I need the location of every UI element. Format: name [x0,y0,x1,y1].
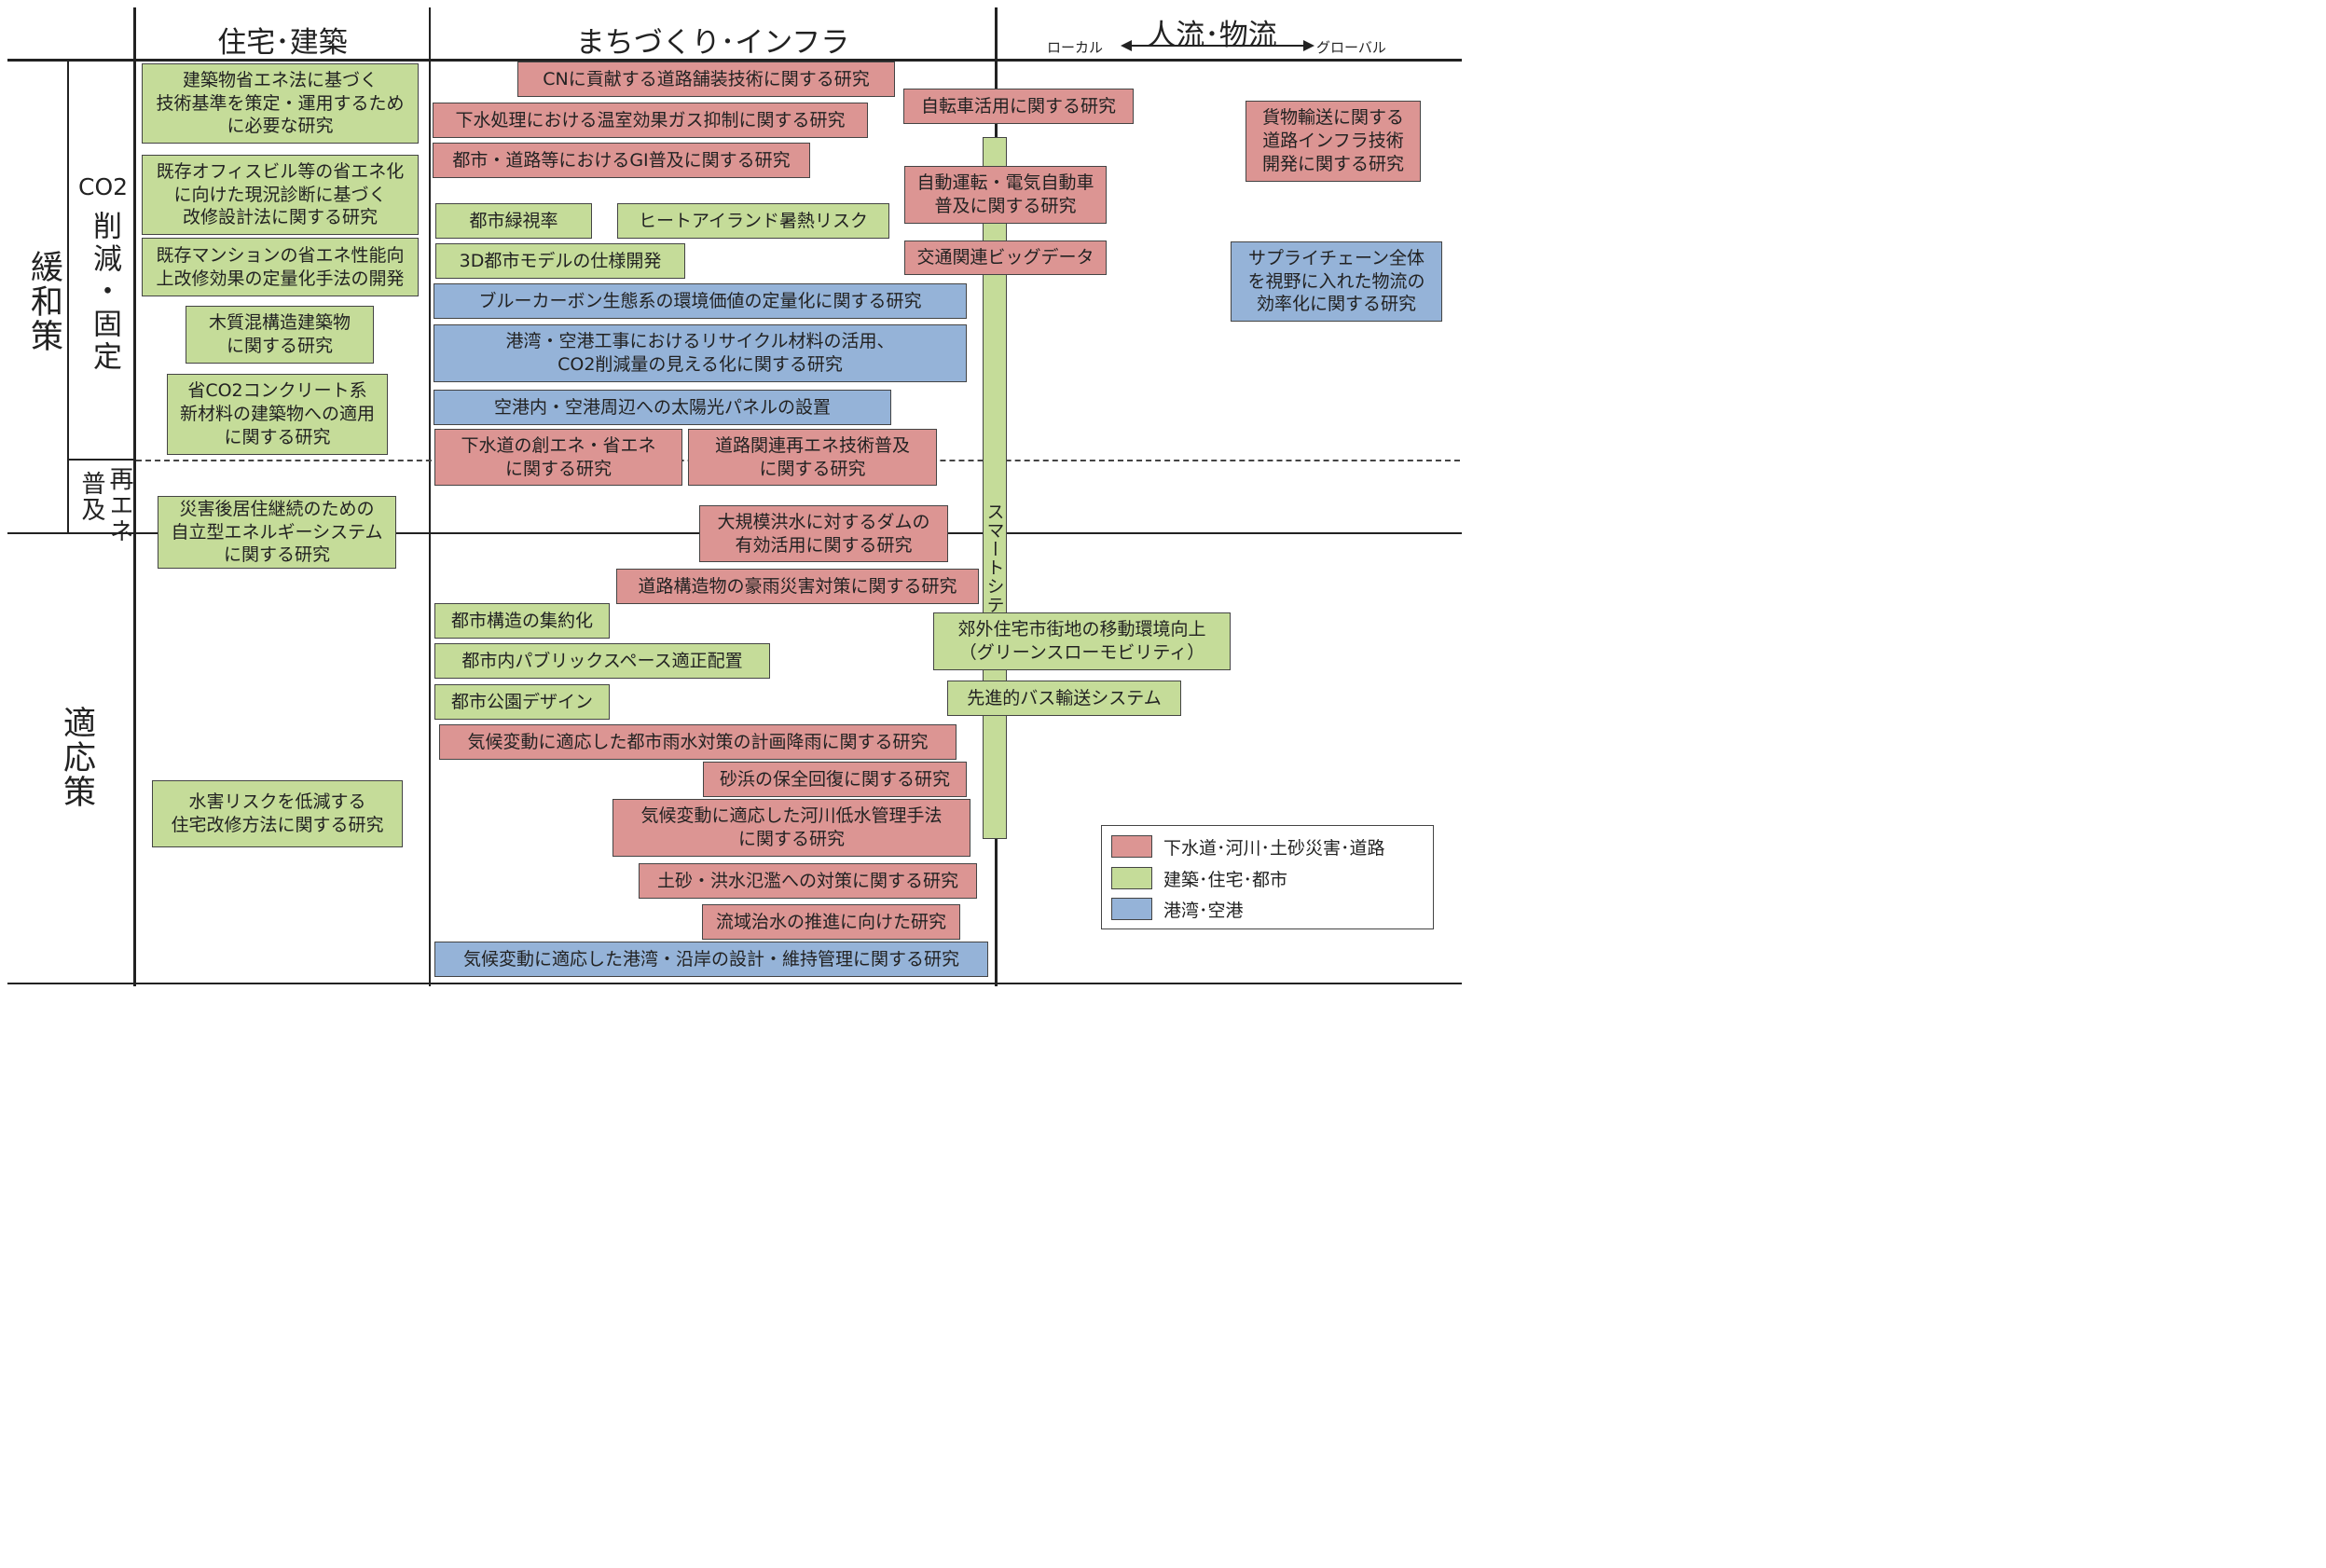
topic-box: 流域治水の推進に向けた研究 [702,904,960,940]
legend-label: 港湾･空港 [1163,900,1244,921]
topic-box: ヒートアイランド暑熱リスク [617,203,889,239]
row-label-co2: CO2 [78,173,129,200]
topic-box: 道路関連再エネ技術普及 に関する研究 [688,429,937,486]
column-header-housing: 住宅･建築 [217,26,348,60]
topic-box: 下水道の創エネ・省エネ に関する研究 [434,429,682,486]
legend-item: 下水道･河川･土砂災害･道路 [1111,833,1385,860]
topic-box: 道路構造物の豪雨災害対策に関する研究 [616,569,979,604]
axis-label-local: ローカル [1047,39,1104,56]
topic-box: 大規模洪水に対するダムの 有効活用に関する研究 [699,505,948,562]
topic-box: 自動運転・電気自動車 普及に関する研究 [904,166,1107,224]
topic-box: 気候変動に適応した都市雨水対策の計画降雨に関する研究 [439,724,957,760]
row-label-mitigation: 緩和策 [25,250,62,353]
topic-box: 都市・道路等におけるGI普及に関する研究 [433,143,810,178]
legend-swatch-green [1111,867,1152,889]
topic-box: 気候変動に適応した河川低水管理手法 に関する研究 [612,799,970,857]
topic-box: 土砂・洪水氾濫への対策に関する研究 [639,863,977,899]
column-header-logistics: 人流･物流 [1147,19,1277,52]
topic-box: 貨物輸送に関する 道路インフラ技術 開発に関する研究 [1246,101,1421,182]
arrow-left-icon [1121,40,1132,51]
topic-box: 自転車活用に関する研究 [903,89,1134,124]
legend: 下水道･河川･土砂災害･道路 建築･住宅･都市 港湾･空港 [1101,825,1434,929]
topic-box: ブルーカーボン生態系の環境価値の定量化に関する研究 [434,283,967,319]
topic-box: 都市内パブリックスペース適正配置 [434,643,770,679]
topic-box: 都市構造の集約化 [434,603,610,639]
local-global-arrow-line [1126,45,1309,47]
topic-box: 水害リスクを低減する 住宅改修方法に関する研究 [152,780,403,847]
arrow-right-icon [1303,40,1314,51]
legend-item: 建築･住宅･都市 [1111,865,1287,891]
topic-box: 下水処理における温室効果ガス抑制に関する研究 [433,103,868,138]
legend-swatch-red [1111,835,1152,858]
header-bottom-rule [7,59,1462,62]
topic-box: 災害後居住継続のための 自立型エネルギーシステム に関する研究 [158,496,396,569]
topic-box: 気候変動に適応した港湾・沿岸の設計・維持管理に関する研究 [434,942,988,977]
topic-box: 既存マンションの省エネ性能向 上改修効果の定量化手法の開発 [142,238,419,296]
topic-box: 3D都市モデルの仕様開発 [435,243,685,279]
topic-box: 先進的バス輸送システム [947,681,1181,716]
topic-box: 既存オフィスビル等の省エネ化 に向けた現況診断に基づく 改修設計法に関する研究 [142,155,419,235]
topic-box: 郊外住宅市街地の移動環境向上 （グリーンスローモビリティ） [933,612,1231,670]
axis-label-global: グローバル [1316,39,1386,56]
topic-box: 空港内・空港周辺への太陽光パネルの設置 [434,390,891,425]
row-label-renew: 再エネ [105,466,133,544]
topic-box: 都市緑視率 [435,203,592,239]
legend-item: 港湾･空港 [1111,896,1244,922]
legend-label: 建築･住宅･都市 [1163,869,1288,890]
row-label-co2-reduction: 削減・固定 [88,211,121,374]
legend-swatch-blue [1111,898,1152,920]
row-label-renew-spread: 普及 [77,471,105,523]
topic-box: サプライチェーン全体 を視野に入れた物流の 効率化に関する研究 [1231,241,1442,322]
column-header-infra: まちづくり･インフラ [575,26,850,60]
renew-top-rule [67,459,136,461]
topic-box: 砂浜の保全回復に関する研究 [703,762,967,797]
topic-box: 建築物省エネ法に基づく 技術基準を策定・運用するため に必要な研究 [142,63,419,144]
topic-box: 木質混構造建築物 に関する研究 [186,306,374,364]
bottom-rule [7,983,1462,984]
legend-label: 下水道･河川･土砂災害･道路 [1163,837,1385,859]
topic-box: 交通関連ビッグデータ [904,241,1107,275]
topic-box: 都市公園デザイン [434,684,610,720]
column-divider-housing [133,7,136,986]
row-label-divider [67,59,69,534]
column-divider-infra [429,7,431,986]
row-label-adaptation: 適応策 [58,706,95,809]
topic-box: 港湾・空港工事におけるリサイクル材料の活用、 CO2削減量の見える化に関する研究 [434,324,967,382]
topic-box: 省CO2コンクリート系 新材料の建築物への適用 に関する研究 [167,374,388,455]
topic-box: CNに貢献する道路舗装技術に関する研究 [517,62,895,97]
